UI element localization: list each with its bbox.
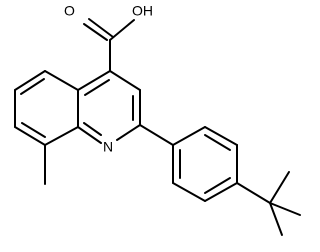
ring-nitrogen-label: N <box>103 139 113 155</box>
carbonyl-oxygen-label: O <box>64 3 75 19</box>
bond-ph5-ph6 <box>172 182 206 202</box>
bond-c4-c3 <box>109 70 141 91</box>
bond-ph2-ph3-inner <box>204 134 231 151</box>
bond-c4a-c4-inner <box>84 79 110 96</box>
bond-carbonyl-double-a <box>83 23 108 41</box>
bond-ph2-ph3 <box>204 126 238 146</box>
bond-c2-n1 <box>116 124 141 141</box>
bond-tbu-methyl-right <box>269 202 301 216</box>
bond-ph4-ph5-inner <box>204 177 231 194</box>
bond-ph4-ph5 <box>204 182 238 202</box>
bond-tbu-methyl-down <box>269 202 283 236</box>
bond-n1-c8a-inner <box>83 122 102 136</box>
bond-c5-c6 <box>14 70 46 91</box>
hydroxyl-label: OH <box>132 3 153 19</box>
atom-labels: O OH N <box>64 3 153 155</box>
bond-c5-c6-inner <box>20 78 45 95</box>
bond-carboxyl-hydroxyl <box>109 19 135 41</box>
bonds <box>14 18 301 236</box>
bond-tbu-methyl-up <box>269 171 290 204</box>
bond-c4a-c4 <box>77 70 111 91</box>
bond-ph4-quaternary <box>236 182 271 204</box>
bond-c2-phenyl <box>139 124 174 146</box>
bond-carbonyl-double-b <box>88 18 114 38</box>
bond-n1-c8a <box>77 126 102 144</box>
bond-c7-c8-inner <box>21 122 46 138</box>
bond-c4a-c5 <box>44 70 79 91</box>
bond-c8-c8a <box>44 126 79 146</box>
bond-ph1-ph2 <box>172 126 206 146</box>
bond-c7-c8 <box>14 126 46 146</box>
